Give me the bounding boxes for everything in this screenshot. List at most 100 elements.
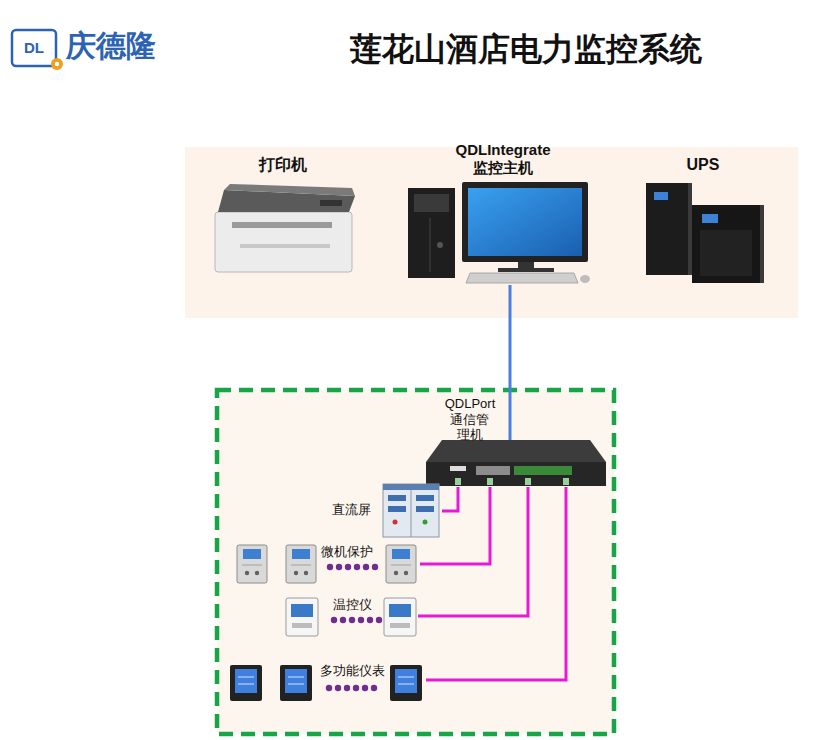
meter-body [230, 665, 262, 701]
ellipsis-dot [371, 685, 377, 691]
printer-panel [320, 200, 342, 206]
meter-line [288, 677, 304, 678]
connector [426, 487, 566, 680]
node-label: 温控仪 [333, 597, 372, 613]
ellipsis-dot [340, 617, 346, 623]
keyboard [466, 273, 578, 283]
gateway-label [450, 466, 466, 471]
logo-mark: DL [24, 39, 44, 57]
dc-cabinet-lamp [393, 520, 398, 525]
printer-tray [240, 244, 330, 248]
ups-large-edge [760, 205, 764, 283]
dc-cabinet-top [383, 484, 439, 490]
ups-node: UPS [640, 150, 772, 286]
ellipsis-dot [336, 564, 342, 570]
printer-lid [224, 184, 355, 196]
ups-icon [646, 183, 764, 283]
ups-small-screen [654, 192, 668, 200]
relay-button [294, 571, 298, 575]
logo-gear [51, 58, 63, 70]
relay-button [304, 571, 308, 575]
node-label: 多功能仪表 [320, 663, 385, 679]
relay-body [286, 545, 316, 583]
mouse [580, 275, 590, 283]
gateway-top [426, 440, 606, 462]
meter-screen [395, 669, 417, 693]
ups-large-screen [702, 214, 718, 223]
device-node: 多功能仪表 [226, 660, 426, 704]
relay-button [255, 571, 259, 575]
printer-icon [215, 184, 355, 272]
dc-cabinet-lamp [423, 520, 428, 525]
ellipsis-dot [353, 685, 359, 691]
temp-body [286, 598, 318, 636]
gateway-terminal [514, 466, 572, 475]
device-node: 温控仪 [280, 594, 418, 640]
ellipsis-dot [345, 564, 351, 570]
logo-gear-hole [55, 62, 59, 66]
relay-button [394, 571, 398, 575]
relay-button [245, 571, 249, 575]
node-label: 直流屏 [332, 502, 371, 518]
relay-line [291, 565, 311, 566]
node-label: 打印机 [259, 155, 307, 174]
meter-line [288, 684, 304, 685]
computer-icon [408, 182, 590, 283]
node-label: QDLPort 通信管理机 [445, 396, 496, 443]
gateway-port [563, 478, 569, 485]
meter-line [238, 684, 254, 685]
meter-body [390, 665, 422, 701]
ellipsis-dot [349, 617, 355, 623]
relay-line [391, 565, 411, 566]
meter-screen [235, 669, 257, 693]
connector [418, 487, 528, 616]
logo-frame [12, 30, 56, 66]
temp-keys [292, 623, 312, 628]
ellipsis-dot [331, 617, 337, 623]
device-icons [230, 484, 439, 701]
gateway-front [426, 462, 606, 486]
temp-screen [291, 604, 313, 617]
relay-body [237, 545, 267, 583]
printer-body [215, 212, 352, 272]
ups-large [692, 205, 764, 283]
gateway-node: QDLPort 通信管理机 [424, 440, 608, 487]
dc-cabinet [383, 484, 439, 537]
ellipsis-dot [344, 685, 350, 691]
meter-line [238, 677, 254, 678]
ellipsis-dot [376, 617, 382, 623]
relay-screen [243, 549, 261, 559]
gateway-port [525, 478, 531, 485]
meter-screen [285, 669, 307, 693]
dc-cabinet-split [411, 490, 412, 537]
meter-body [280, 665, 312, 701]
ups-small-edge [688, 183, 692, 275]
relay-body [386, 545, 416, 583]
gateway-port [455, 478, 461, 485]
ellipsis-dot [327, 564, 333, 570]
diagram-title: 莲花山酒店电力监控系统 [350, 30, 702, 68]
node-label: UPS [687, 155, 720, 174]
monitor-neck [518, 262, 534, 269]
ellipsis-dot [372, 564, 378, 570]
temp-screen [389, 604, 411, 617]
dc-cabinet-meter [388, 506, 406, 512]
device-node: 微机保护 [232, 541, 420, 587]
printer-slot [232, 222, 332, 228]
temp-body [384, 598, 416, 636]
connector [442, 487, 458, 511]
pc-tower-line [430, 218, 431, 272]
printer-node: 打印机 [205, 150, 363, 277]
pc-tower [408, 188, 455, 278]
meter-line [398, 677, 414, 678]
ellipsis-dot [362, 685, 368, 691]
gateway-port [487, 478, 493, 485]
relay-button [404, 571, 408, 575]
device-node: 直流屏 [328, 481, 442, 539]
monitor-screen [468, 188, 582, 256]
ellipsis-dot [335, 685, 341, 691]
relay-line [242, 565, 262, 566]
relay-screen [292, 549, 310, 559]
